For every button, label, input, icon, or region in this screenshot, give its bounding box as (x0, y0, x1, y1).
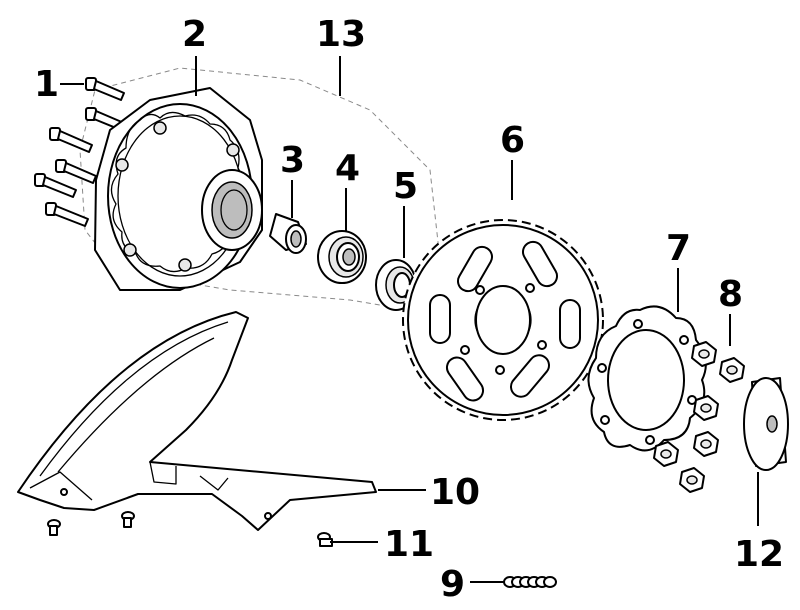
sprocket-flange (587, 305, 707, 452)
washer (743, 377, 789, 471)
callout-3: 3 (280, 140, 305, 181)
callout-11: 11 (384, 524, 434, 565)
callout-7: 7 (666, 228, 691, 269)
bolt (34, 173, 77, 198)
callout-10: 10 (430, 472, 480, 513)
assembly-13-outline (79, 67, 441, 311)
callout-8: 8 (718, 274, 743, 315)
screw (47, 519, 61, 536)
nut (679, 467, 705, 493)
chain-link (503, 576, 557, 588)
nut (691, 341, 717, 367)
nut (693, 395, 719, 421)
rear-sprocket (402, 219, 604, 421)
callout-1: 1 (34, 64, 59, 105)
callouts: 1 2 13 3 4 5 6 7 8 10 11 12 9 (34, 14, 784, 605)
callout-12: 12 (734, 534, 784, 575)
callout-9: 9 (440, 564, 465, 605)
wheel-hub (94, 87, 263, 291)
bolt (49, 127, 93, 153)
callout-6: 6 (500, 120, 525, 161)
bearing (317, 230, 367, 284)
screw (121, 511, 135, 528)
callout-5: 5 (393, 166, 418, 207)
chain-guard (17, 311, 377, 531)
bolt (45, 202, 89, 227)
nut (693, 431, 719, 457)
nut (653, 441, 679, 467)
nut (719, 357, 745, 383)
spacer-sleeve (269, 213, 307, 254)
callout-13: 13 (316, 14, 366, 55)
screw (317, 532, 333, 547)
callout-4: 4 (335, 148, 360, 189)
bolt-group (34, 77, 125, 227)
bolt (55, 159, 97, 184)
leader-lines (60, 56, 759, 583)
bolt (85, 77, 125, 101)
callout-2: 2 (182, 14, 207, 55)
nut-group (653, 341, 745, 493)
